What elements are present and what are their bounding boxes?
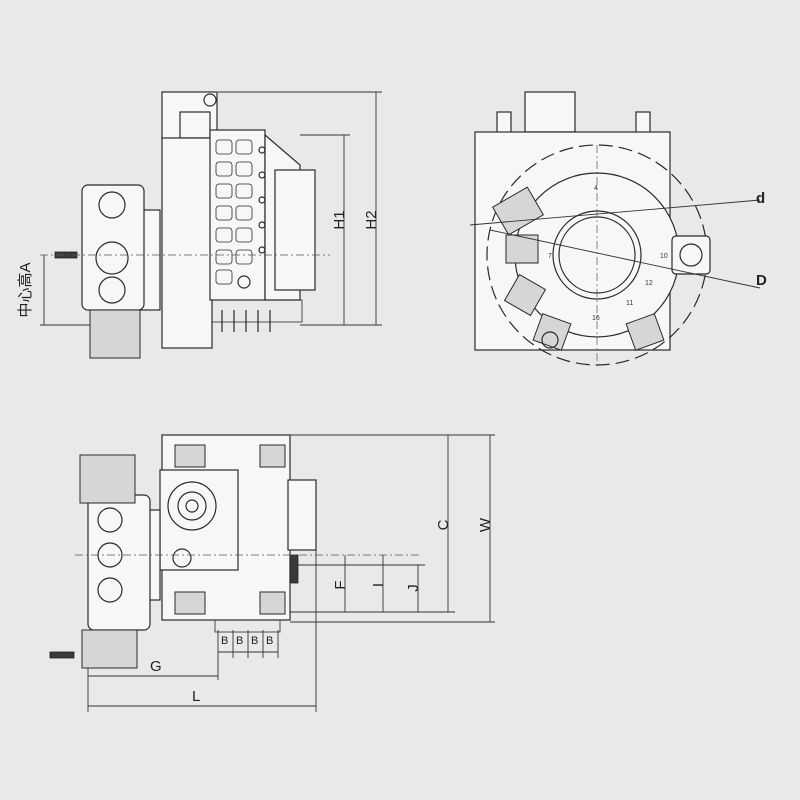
label-b-3: B (251, 635, 258, 647)
label-center-height: 中心高A (17, 262, 34, 317)
top-tool-holder-1 (79, 454, 136, 504)
label-b-2: B (236, 635, 243, 647)
label-i: I (370, 583, 387, 587)
front-holder-3 (503, 273, 547, 317)
top-tool-holder-2 (81, 629, 138, 669)
front-view: d D 4 7 10 11 12 16 (469, 91, 767, 366)
top-clamp-2 (174, 591, 206, 615)
label-h1: H1 (331, 210, 348, 229)
side-right-box (274, 169, 316, 291)
turret-hole-2 (95, 241, 129, 275)
top-tool-shank (49, 651, 75, 659)
side-motor-cap (179, 111, 211, 139)
label-w: W (477, 517, 494, 532)
station-7: 7 (548, 253, 552, 260)
front-holder-5 (625, 313, 665, 351)
top-connector (289, 554, 299, 584)
lifting-eye (203, 93, 217, 107)
top-clamp-1 (174, 444, 206, 468)
side-turret-disc (81, 184, 145, 311)
station-10: 10 (660, 253, 668, 260)
label-d-small: d (756, 190, 765, 207)
label-b-1: B (221, 635, 228, 647)
front-motor (524, 91, 576, 133)
top-clamp-4 (259, 591, 286, 615)
label-b-4: B (266, 635, 273, 647)
side-view: H1 H2 中心高A (17, 91, 382, 359)
label-f: F (332, 580, 349, 589)
side-tool-holder (89, 309, 141, 359)
top-bolt-row (214, 619, 281, 633)
top-side-box (287, 479, 317, 551)
label-j: J (405, 584, 422, 592)
label-l: L (192, 688, 200, 705)
label-h2: H2 (363, 210, 380, 229)
front-holder-1 (491, 186, 545, 236)
turret-hole-3 (98, 276, 126, 304)
label-d-big: D (756, 272, 767, 289)
side-tool-column (209, 129, 266, 301)
station-12: 12 (645, 280, 653, 287)
station-4: 4 (594, 185, 598, 192)
station-11: 11 (626, 300, 633, 307)
turret-hole-1 (98, 191, 126, 219)
side-main-body (161, 137, 213, 349)
front-holder-2 (505, 234, 539, 264)
side-bottom-connectors (211, 299, 303, 332)
station-16: 16 (592, 315, 600, 322)
label-c: C (435, 519, 452, 530)
top-motor-flange (167, 481, 217, 531)
front-holder-6 (671, 235, 711, 275)
b-dimensions: B B B B (217, 630, 279, 658)
side-tool-pockets (215, 139, 253, 285)
label-g: G (150, 658, 162, 675)
top-clamp-3 (259, 444, 286, 468)
top-view: C W F I J B B B B G L (49, 434, 495, 712)
